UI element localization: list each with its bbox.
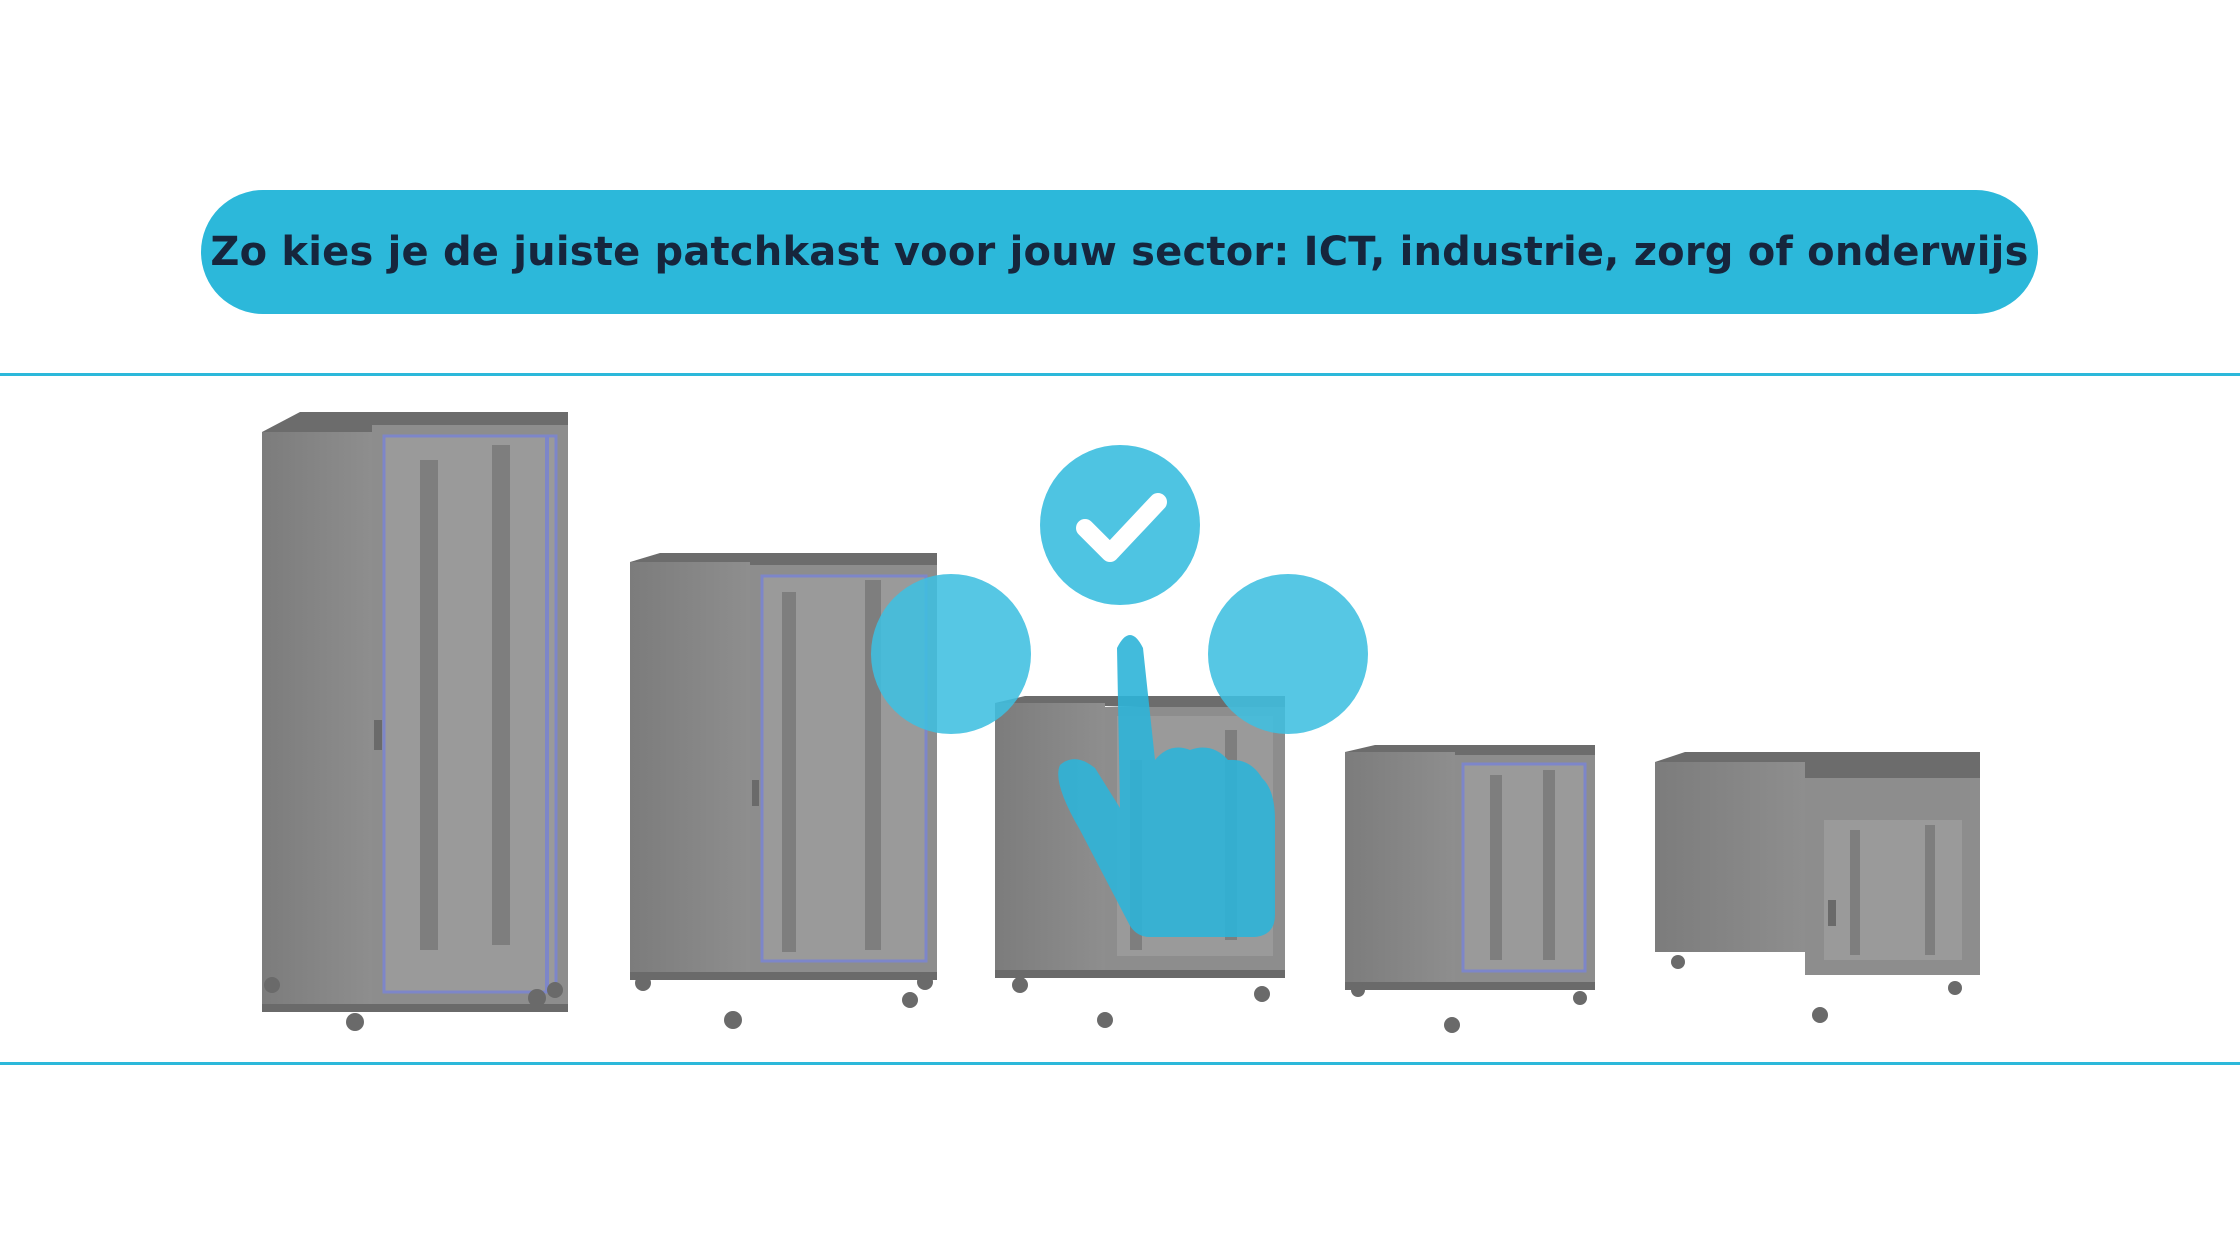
top-divider <box>0 373 2240 376</box>
option-circle-icon-right <box>1208 574 1368 734</box>
title-banner: Zo kies je de juiste patchkast voor jouw… <box>201 190 2038 314</box>
cabinet-small <box>1345 745 1595 1033</box>
pointing-hand-icon <box>1058 635 1275 937</box>
bottom-divider <box>0 1062 2240 1065</box>
cabinet-tall <box>262 412 568 1031</box>
page-title: Zo kies je de juiste patchkast voor jouw… <box>210 229 2029 275</box>
option-circle-icon-left <box>871 574 1031 734</box>
cabinet-wide <box>1655 752 1980 1023</box>
checkmark-icon <box>1040 445 1200 605</box>
cabinet-medium <box>630 553 937 1029</box>
